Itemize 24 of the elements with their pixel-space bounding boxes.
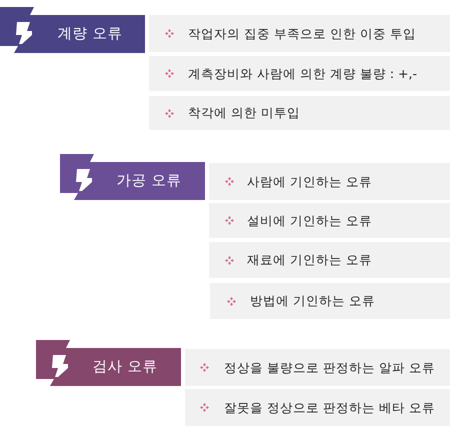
item-text: 착각에 의한 미투입 bbox=[188, 105, 300, 121]
item-text: 재료에 기인하는 오류 bbox=[247, 252, 372, 268]
category-banner bbox=[0, 7, 145, 53]
list-item-card bbox=[185, 389, 450, 426]
item-text: 정상을 불량으로 판정하는 알파 오류 bbox=[224, 360, 435, 376]
category-title: 검사 오류 bbox=[92, 358, 158, 376]
item-text: 잘못을 정상으로 판정하는 베타 오류 bbox=[224, 400, 435, 416]
item-text: 사람에 기인하는 오류 bbox=[247, 174, 372, 190]
category-title: 가공 오류 bbox=[116, 172, 182, 190]
item-text: 방법에 기인하는 오류 bbox=[250, 293, 375, 309]
list-item-card bbox=[185, 349, 450, 386]
list-item-card bbox=[209, 242, 450, 278]
category-banner bbox=[60, 154, 205, 200]
list-item-card bbox=[209, 163, 450, 200]
list-item-card bbox=[149, 56, 450, 91]
item-text: 계측장비와 사람에 의한 계량 불량 : +,- bbox=[188, 66, 418, 82]
list-item-card bbox=[210, 283, 450, 319]
category-title: 계량 오류 bbox=[58, 25, 122, 43]
list-item-card bbox=[149, 96, 450, 130]
list-item-card bbox=[209, 203, 450, 238]
item-text: 설비에 기인하는 오류 bbox=[247, 212, 372, 228]
list-item-card bbox=[149, 15, 450, 52]
category-banner bbox=[36, 340, 181, 386]
item-text: 작업자의 집중 부족으로 인한 이중 투입 bbox=[188, 26, 416, 42]
